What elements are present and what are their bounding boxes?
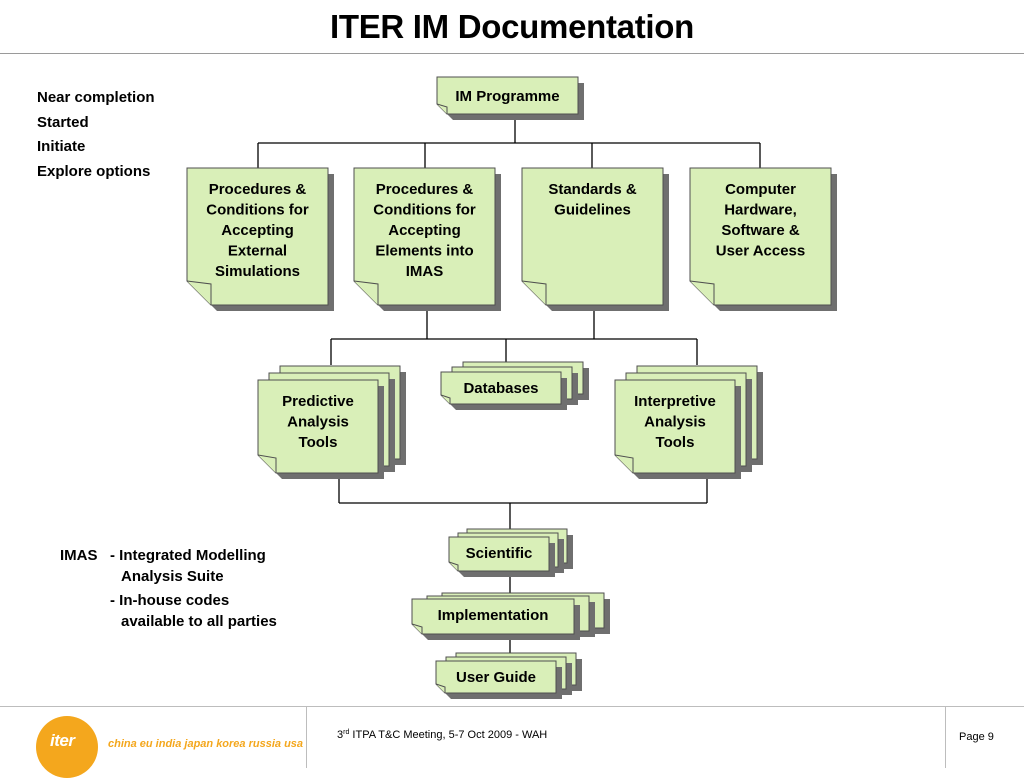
node-implementation-label-line-1: Implementation — [438, 607, 549, 624]
imas-abbr: IMAS — [60, 547, 98, 564]
iter-logo-word: iter — [50, 731, 75, 750]
node-proc-elements-sheet-1-page — [353, 167, 496, 306]
node-predictive-sheet-1-page — [257, 379, 379, 474]
node-im-programme-sheet-1-fold — [436, 103, 448, 114]
node-computer-sheet-1-page — [689, 167, 832, 306]
footer-separator-right — [945, 707, 946, 768]
node-standards-label-line-2: Guidelines — [554, 202, 631, 219]
node-scientific-sheet-1 — [448, 536, 555, 577]
node-user-guide-sheet-1 — [435, 660, 562, 699]
node-proc-elements-label-line-5: IMAS — [406, 263, 444, 280]
node-predictive-sheet-1 — [257, 379, 384, 479]
node-computer-label-line-2: Hardware, — [724, 202, 797, 219]
node-interpretive-sheet-1-page — [614, 379, 736, 474]
node-predictive-sheet-1-fold — [257, 454, 277, 473]
page-title: ITER IM Documentation — [329, 8, 695, 45]
node-im-programme: IM Programme — [436, 76, 584, 120]
imas-note-1-cont: Analysis Suite — [121, 568, 224, 585]
node-predictive-label-line-3: Tools — [299, 434, 338, 451]
node-proc-external-label-line-5: Simulations — [215, 263, 300, 280]
footer-separator-left — [306, 707, 307, 768]
node-proc-elements-sheet-1-fold — [353, 280, 379, 305]
node-proc-elements-sheet-1 — [353, 167, 501, 311]
node-proc-external: Procedures & Conditions forAcceptingExter… — [186, 167, 334, 311]
status-legend: Near completion Started Initiate Explore… — [37, 86, 155, 184]
title-divider — [0, 53, 1024, 54]
node-proc-external-sheet-1-page — [186, 167, 329, 306]
node-proc-elements-label-line-2: Conditions for — [373, 202, 476, 219]
node-predictive-label-line-1: Predictive — [282, 393, 354, 410]
node-proc-external-label-line-3: Accepting — [221, 222, 294, 239]
node-standards: Standards & Guidelines — [521, 167, 669, 311]
node-im-programme-label-line-1: IM Programme — [455, 88, 559, 105]
meeting-text: ITPA T&C Meeting, 5-7 Oct 2009 - WAH — [349, 729, 548, 741]
legend-near-completion: Near completion — [37, 89, 155, 106]
node-scientific-sheet-1-fold — [448, 561, 459, 571]
node-interpretive-label-line-3: Tools — [656, 434, 695, 451]
meeting-number: 3 — [337, 729, 344, 741]
node-scientific-label-line-1: Scientific — [466, 545, 533, 562]
node-databases-label-line-1: Databases — [463, 380, 538, 397]
node-implementation-sheet-1-page — [411, 598, 575, 635]
page-number: Page 9 — [959, 731, 994, 743]
legend-started: Started — [37, 113, 89, 131]
node-user-guide-label-line-1: User Guide — [456, 669, 536, 686]
node-standards-sheet-1 — [521, 167, 669, 311]
node-databases-sheet-1-fold — [440, 394, 451, 404]
node-proc-external-label-line-2: Conditions for — [206, 202, 309, 219]
node-proc-external-sheet-1-fold — [186, 280, 212, 305]
node-computer-sheet-1-fold — [689, 280, 715, 305]
legend-explore-options: Explore options — [37, 162, 151, 180]
node-predictive-label-line-2: Analysis — [287, 414, 349, 431]
footer-divider — [0, 706, 1024, 707]
node-databases-sheet-1 — [440, 371, 567, 410]
meeting-info: 3rd ITPA T&C Meeting, 5-7 Oct 2009 - WAH — [337, 729, 547, 741]
node-standards-label-line-1: Standards & — [548, 181, 637, 198]
node-interpretive-label-line-1: Interpretive — [634, 393, 716, 410]
node-proc-external-label-line-1: Procedures & — [209, 181, 307, 198]
imas-note-2-cont: available to all parties — [121, 613, 277, 630]
node-computer-label-line-4: User Access — [716, 243, 806, 260]
meeting-ordinal: rd — [343, 729, 350, 736]
node-interpretive-sheet-1 — [614, 379, 741, 479]
node-user-guide: User Guide — [435, 652, 582, 699]
node-computer-label-line-3: Software & — [721, 222, 800, 239]
node-proc-elements: Procedures & Conditions forAcceptingEleme… — [353, 167, 501, 311]
node-proc-external-sheet-1 — [186, 167, 334, 311]
node-im-programme-sheet-1 — [436, 76, 584, 120]
iter-logo-tagline: china eu india japan korea russia usa — [108, 738, 304, 750]
node-databases-sheet-1-page — [440, 371, 562, 405]
node-interpretive-sheet-1-fold — [614, 454, 634, 473]
node-implementation-sheet-1 — [411, 598, 580, 640]
node-user-guide-sheet-1-page — [435, 660, 557, 694]
node-implementation-sheet-1-fold — [411, 623, 423, 634]
node-implementation: Implementation — [411, 592, 610, 640]
node-computer-sheet-1 — [689, 167, 837, 311]
node-proc-external-label-line-4: External — [228, 243, 287, 260]
node-user-guide-sheet-1-fold — [435, 683, 446, 693]
node-standards-sheet-1-fold — [521, 280, 547, 305]
connector-lines — [257, 114, 761, 657]
node-computer-label-line-1: Computer — [725, 181, 796, 198]
imas-note-1: - Integrated Modelling — [110, 547, 266, 564]
node-standards-sheet-1-page — [521, 167, 664, 306]
node-interpretive-label-line-2: Analysis — [644, 414, 706, 431]
node-proc-elements-label-line-1: Procedures & — [376, 181, 474, 198]
node-proc-elements-label-line-3: Accepting — [388, 222, 461, 239]
node-scientific-sheet-1-page — [448, 536, 550, 572]
imas-note-2: - In-house codes — [110, 592, 230, 609]
node-im-programme-sheet-1-page — [436, 76, 579, 115]
node-scientific: Scientific — [448, 528, 573, 577]
legend-initiate: Initiate — [37, 138, 86, 155]
node-proc-elements-label-line-4: Elements into — [375, 243, 473, 260]
node-databases: Databases — [440, 361, 589, 410]
